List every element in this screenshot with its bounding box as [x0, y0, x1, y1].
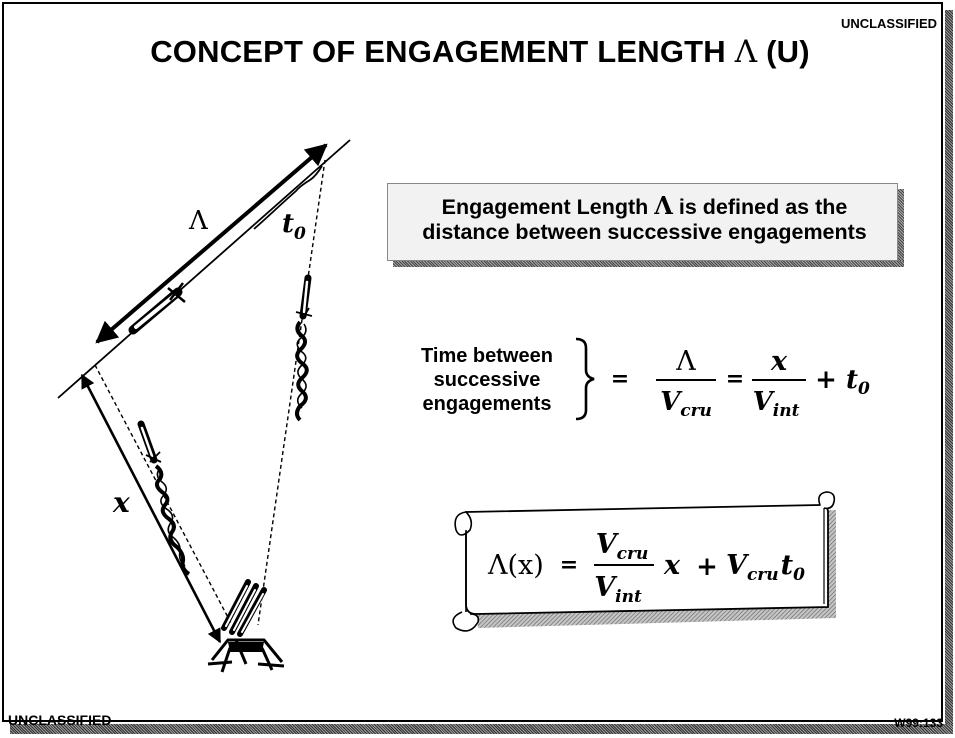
time-t0-sub: 0 [858, 379, 870, 399]
time-label-line-3: engagements [422, 393, 552, 415]
classification-top: UNCLASSIFIED [840, 16, 937, 31]
scroll-eq-lhs: Λ(x) [487, 550, 544, 581]
x-arrow [80, 373, 222, 644]
time-frac1-numerator: Λ [675, 346, 696, 377]
scroll-eq-plus: + [696, 552, 718, 582]
scroll-frac-num-main: V [596, 529, 620, 560]
definition-box-shadow-right [898, 189, 904, 267]
time-label-line-2: successive [433, 369, 541, 391]
time-frac2-den-sub: int [773, 401, 800, 421]
time-frac1-den-main: V [660, 387, 683, 417]
classification-bottom: UNCLASSIFIED [8, 712, 112, 728]
interceptor-missile-right [295, 274, 313, 422]
time-equation-brace [575, 337, 595, 421]
slide-title: CONCEPT OF ENGAGEMENT LENGTH Λ (U) [0, 34, 955, 70]
slide-shadow-bottom [10, 724, 953, 734]
time-label-line-1: Time between [421, 345, 553, 367]
time-equation-t0: t0 [846, 365, 870, 399]
diagram-t0-label: t0 [282, 209, 306, 244]
scroll-eq-v-cru-t0: Vcrut0 [726, 550, 805, 585]
definition-box-background [387, 183, 898, 261]
cruise-missile [128, 282, 186, 335]
scroll-t-sub: 0 [793, 565, 805, 585]
definition-line1-start: Engagement Length [441, 195, 649, 219]
definition-box: Engagement Length Λ is defined as the di… [387, 183, 904, 267]
right-dashed-line [257, 159, 326, 626]
interceptor-missile-left [137, 420, 191, 576]
scroll-frac-numerator: Vcru [596, 529, 649, 564]
scroll-eq-x: x [663, 550, 681, 581]
scroll-frac-denominator: Vint [594, 572, 642, 607]
slide-code: W99:133 [894, 716, 943, 730]
time-equation-equals-1: = [611, 366, 629, 392]
diagram-x-label: x [112, 486, 130, 519]
scroll-eq-equals: = [560, 552, 578, 578]
title-suffix: (U) [766, 34, 810, 69]
diagram-lambda-label: Λ [188, 206, 209, 236]
time-frac1-den-sub: cru [680, 401, 712, 421]
definition-text: Engagement Length Λ is defined as the di… [397, 193, 892, 245]
slide-shadow-right [945, 10, 953, 728]
scroll-frac-num-sub: cru [617, 544, 649, 564]
diagram-t0-main: t [282, 209, 294, 239]
definition-line2: distance between successive engagements [422, 220, 867, 244]
time-t0-main: t [846, 365, 858, 395]
t0-brace [253, 165, 323, 230]
definition-box-shadow-bottom [393, 261, 904, 267]
equation-scroll [452, 491, 836, 632]
definition-lambda-symbol: Λ [654, 191, 673, 220]
time-frac2-den-main: V [753, 387, 776, 417]
time-frac1-denominator: Vcru [660, 387, 712, 421]
time-frac2-denominator: Vint [753, 387, 800, 421]
diagram-t0-sub: 0 [294, 224, 306, 244]
missile-launcher [207, 579, 285, 673]
scroll-v-main: V [726, 550, 750, 581]
time-between-label: Time between successive engagements [404, 344, 570, 416]
time-equation-plus: + [815, 365, 837, 395]
lambda-arrow [95, 143, 328, 344]
scroll-frac-den-main: V [594, 572, 618, 603]
scroll-t-main: t [781, 550, 794, 581]
title-text: CONCEPT OF ENGAGEMENT LENGTH [150, 34, 726, 69]
scroll-v-sub: cru [747, 565, 779, 585]
title-lambda-symbol: Λ [734, 34, 758, 70]
scroll-frac-den-sub: int [615, 587, 642, 607]
time-frac2-numerator: x [770, 346, 788, 377]
definition-line1-end: is defined as the [678, 195, 848, 219]
time-equation-equals-2: = [726, 366, 744, 392]
